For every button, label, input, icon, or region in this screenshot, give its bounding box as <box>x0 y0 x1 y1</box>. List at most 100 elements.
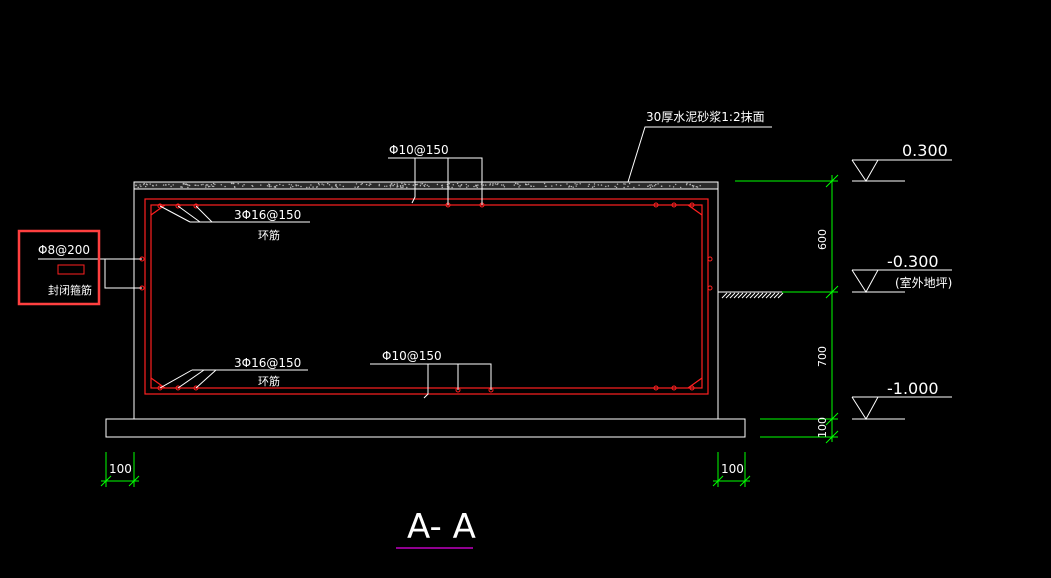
bottom-ring-bars-label: 环筋 <box>258 374 280 388</box>
plaster-speck <box>441 186 443 188</box>
plaster-speck <box>145 185 147 188</box>
plaster-speck <box>424 183 426 186</box>
plaster-speck <box>232 182 234 185</box>
top-ring-bars-text: 3Φ16@150 <box>234 208 301 222</box>
plaster-speck <box>140 185 142 188</box>
plaster-speck <box>597 184 599 186</box>
rebar-dots <box>139 202 713 393</box>
plaster-speck <box>501 184 503 186</box>
plaster-speck <box>393 183 396 186</box>
plaster-speck <box>402 186 404 188</box>
rebar-cage <box>144 198 709 395</box>
plaster-speck <box>572 186 574 188</box>
plaster-speck <box>415 184 417 186</box>
plaster-speck <box>230 182 233 185</box>
top-slab-rebar-text: Φ10@150 <box>389 143 449 157</box>
plaster-speck <box>220 184 222 186</box>
plaster-speck <box>168 183 170 186</box>
plaster-speck <box>300 185 302 188</box>
plaster-speck <box>496 183 498 186</box>
plaster-speck <box>145 183 148 185</box>
plaster-speck <box>614 185 616 188</box>
plaster-speck <box>570 185 573 188</box>
plaster-speck <box>600 184 603 186</box>
plaster-speck <box>187 184 189 186</box>
plaster-speck <box>428 185 430 188</box>
plaster-speck <box>485 184 487 186</box>
plaster-speck <box>482 184 485 186</box>
plaster-speck <box>530 185 532 187</box>
plaster-speck <box>651 185 654 187</box>
plaster-speck <box>331 186 333 188</box>
plaster-speck <box>360 183 362 186</box>
plaster-speck <box>494 183 497 185</box>
plaster-speck <box>355 183 358 185</box>
plaster-speck <box>426 184 428 186</box>
elevation-ground-label: (室外地坪) <box>895 275 952 290</box>
plaster-speck <box>689 184 691 186</box>
plaster-speck <box>378 183 380 186</box>
plaster-speck <box>423 184 425 187</box>
plaster-speck <box>452 184 454 186</box>
plaster-speck <box>476 186 478 189</box>
plaster-speck <box>213 185 215 188</box>
ground-hatch-stroke <box>745 292 752 299</box>
elevation-bottom-text: -1.000 <box>887 379 939 398</box>
plaster-speck <box>170 185 172 188</box>
plaster-speck <box>336 186 338 189</box>
plaster-speck <box>467 185 469 187</box>
plaster-speck <box>657 183 659 185</box>
ground-hatch-stroke <box>749 292 756 299</box>
plaster-speck <box>403 183 406 185</box>
plaster-speck <box>649 184 651 186</box>
highlight-box[interactable] <box>17 229 101 306</box>
plaster-speck <box>566 183 568 185</box>
plaster-speck <box>354 186 356 188</box>
plaster-speck <box>492 184 494 186</box>
plaster-speck <box>672 186 675 188</box>
plaster-speck <box>268 183 270 185</box>
plaster-speck <box>623 186 625 189</box>
plaster-speck <box>211 185 214 187</box>
plaster-speck <box>237 183 239 185</box>
plaster-speck <box>335 183 337 186</box>
plaster-speck <box>187 186 189 189</box>
ground-hatch-stroke <box>753 292 760 299</box>
plaster-speck <box>492 183 494 185</box>
plaster-speck <box>308 186 310 188</box>
rebar-inner-loop <box>150 204 703 389</box>
plaster-speck <box>686 182 688 185</box>
plaster-speck <box>660 185 663 187</box>
plaster-speck <box>419 185 422 187</box>
plaster-speck <box>260 184 262 186</box>
plaster-speck <box>436 183 439 186</box>
plaster-speck <box>465 183 467 186</box>
plaster-speck <box>328 184 331 186</box>
plaster-speck <box>318 184 320 186</box>
plaster-speck <box>279 183 281 186</box>
plaster-speck <box>137 186 139 189</box>
ground-hatch-stroke <box>733 292 740 299</box>
plaster-speck <box>473 185 475 188</box>
plaster-speck <box>680 186 682 189</box>
plaster-speck <box>551 185 553 187</box>
plaster-speck <box>477 184 479 186</box>
plaster-speck <box>695 186 697 188</box>
plaster-speck <box>543 182 546 185</box>
plaster-speck <box>172 184 174 186</box>
plaster-speck <box>290 186 292 188</box>
plaster-speck <box>310 184 312 186</box>
plaster-speck <box>181 186 183 188</box>
plaster-speck <box>514 182 517 185</box>
plaster-speck <box>164 184 167 186</box>
plaster-speck <box>205 186 207 188</box>
dim-left-offset-text: 100 <box>109 462 132 476</box>
plaster-speck <box>451 186 453 189</box>
plaster-speck <box>412 184 414 186</box>
plaster-speck <box>396 183 398 185</box>
plaster-speck <box>206 184 208 186</box>
plaster-speck <box>691 184 694 187</box>
plaster-speck <box>274 185 276 188</box>
